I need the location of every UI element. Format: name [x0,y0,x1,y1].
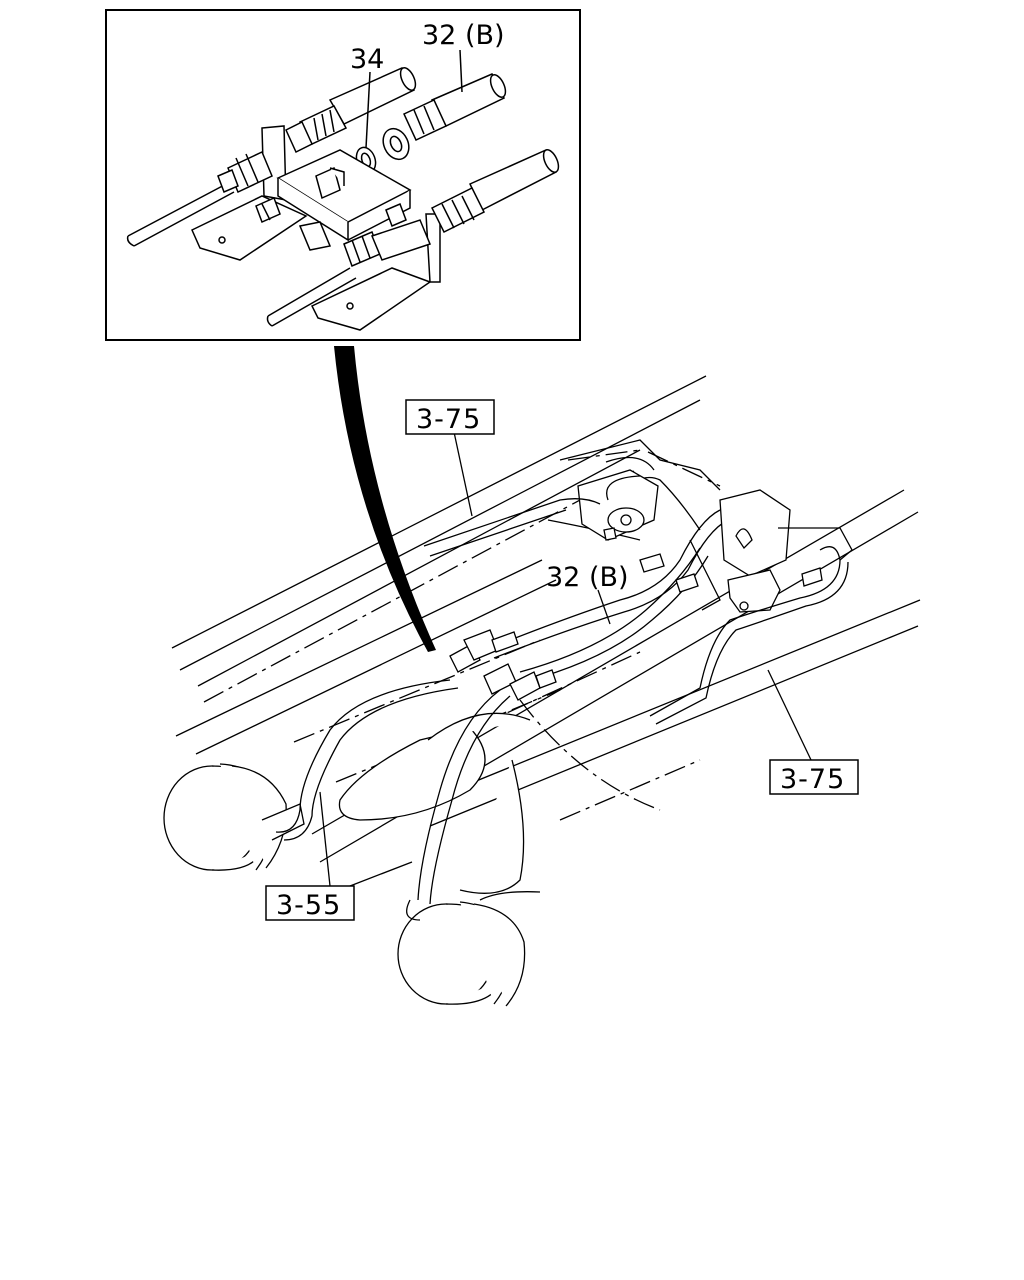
callout-32b-detail: 32 (B) [422,20,505,51]
callout-34: 34 [350,44,384,75]
junction-fittings [449,629,557,701]
air-chamber-right [397,891,541,1007]
callout-32b-main: 32 (B) [546,562,629,593]
ref-box-top [405,399,495,435]
ref-box-right [769,759,859,795]
ref-label-top: 3-75 [416,404,481,435]
detail-pointer-arrow [334,346,436,652]
brake-hoses [275,679,511,921]
rear-pipes [649,546,849,725]
main-view [163,375,921,1007]
detail-leaders [365,49,463,149]
ref-label-bottom: 3-55 [276,890,341,921]
ref-box-bottom [265,885,355,921]
detail-frame [105,9,581,341]
crossmember [559,439,853,611]
ref-label-right: 3-75 [780,764,845,795]
axle-housing [338,712,531,894]
detail-pipes [126,181,357,327]
detail-inset: 34 32 (B) [105,9,581,341]
air-chamber-left [163,763,305,871]
detail-fittings [217,150,432,268]
upper-rail-pipes [423,498,601,557]
main-leaders [319,431,813,887]
detail-hose-upper-left [285,67,417,154]
detail-hose-lower [430,149,560,234]
detail-hose-upper-right [382,73,507,161]
brake-valves [577,469,823,613]
